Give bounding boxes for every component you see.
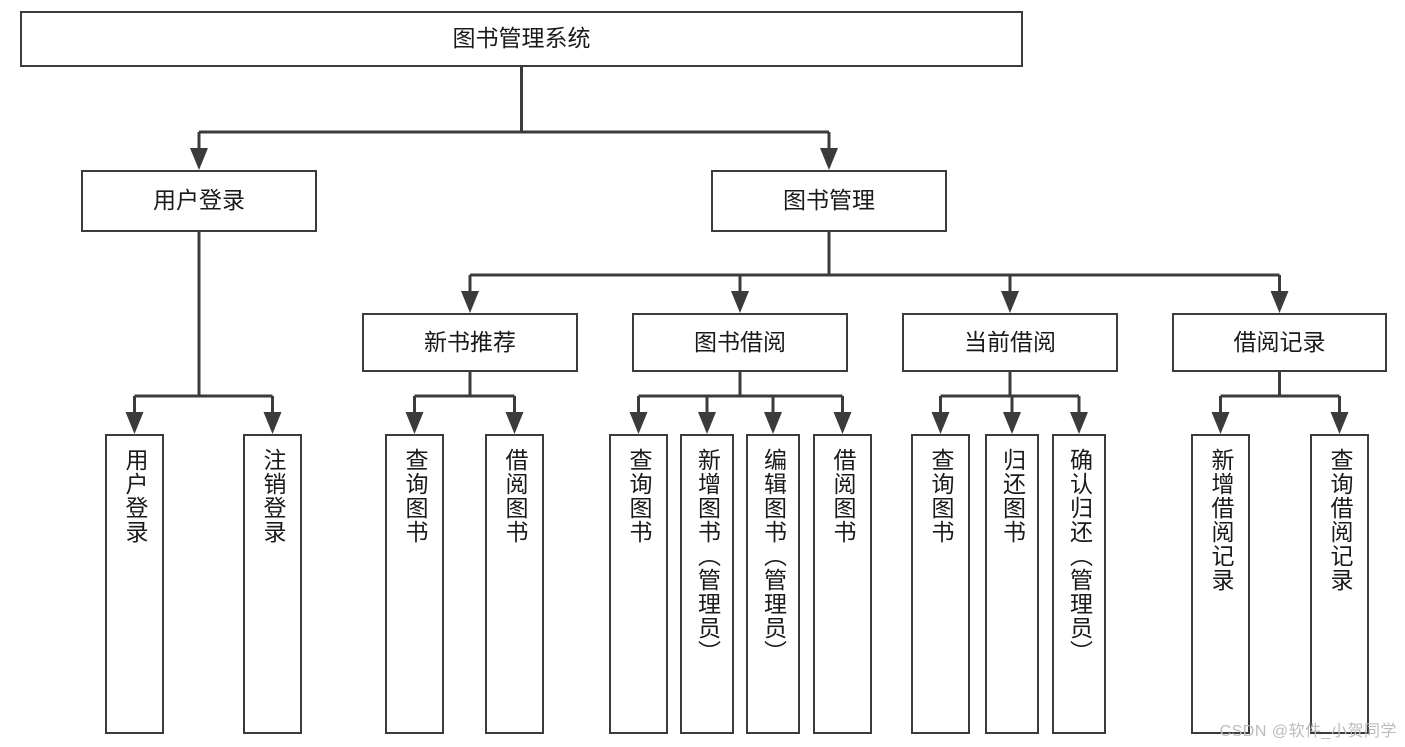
node-label: 归还图书 — [999, 448, 1026, 544]
arrowhead-icon — [1211, 412, 1230, 434]
node-l_bw_query[interactable]: 查询图书 — [609, 434, 668, 734]
node-root[interactable]: 图书管理系统 — [20, 11, 1023, 67]
node-label: 编辑图书（管理员） — [760, 448, 787, 664]
node-l_cb_return[interactable]: 归还图书 — [985, 434, 1039, 734]
node-label: 借阅图书 — [502, 448, 528, 544]
node-l_rc_query[interactable]: 查询借阅记录 — [1310, 434, 1369, 734]
node-bookmgmt[interactable]: 图书管理 — [711, 170, 947, 232]
arrowhead-icon — [190, 148, 208, 170]
node-l_cb_query[interactable]: 查询图书 — [911, 434, 970, 734]
node-label: 用户登录 — [153, 187, 245, 214]
arrowhead-icon — [1070, 412, 1088, 434]
node-records[interactable]: 借阅记录 — [1172, 313, 1387, 372]
node-label: 查询图书 — [402, 448, 428, 544]
node-l_logout[interactable]: 注销登录 — [243, 434, 302, 734]
arrowhead-icon — [125, 412, 144, 434]
arrowhead-icon — [833, 412, 852, 434]
node-label: 图书借阅 — [694, 328, 786, 355]
arrowhead-icon — [820, 148, 838, 170]
arrowhead-icon — [731, 291, 749, 313]
node-label: 图书管理 — [783, 187, 875, 214]
node-login[interactable]: 用户登录 — [81, 170, 317, 232]
node-l_nb_borrow[interactable]: 借阅图书 — [485, 434, 544, 734]
arrowhead-icon — [931, 412, 950, 434]
node-label: 新书推荐 — [424, 328, 516, 355]
node-label: 借阅图书 — [830, 448, 856, 544]
node-label: 新增图书（管理员） — [694, 448, 721, 664]
watermark-label: CSDN @软件_小贺同学 — [1219, 723, 1397, 740]
arrowhead-icon — [1330, 412, 1349, 434]
node-label: 查询借阅记录 — [1327, 448, 1353, 592]
arrowhead-icon — [698, 412, 716, 434]
node-l_bw_edit[interactable]: 编辑图书（管理员） — [746, 434, 800, 734]
arrowhead-icon — [1003, 412, 1021, 434]
node-label: 查询图书 — [626, 448, 652, 544]
node-l_bw_borrow[interactable]: 借阅图书 — [813, 434, 872, 734]
arrowhead-icon — [505, 412, 524, 434]
node-label: 借阅记录 — [1233, 328, 1326, 355]
node-l_bw_add[interactable]: 新增图书（管理员） — [680, 434, 734, 734]
arrowhead-icon — [263, 412, 282, 434]
node-label: 确认归还（管理员） — [1066, 448, 1093, 664]
node-current[interactable]: 当前借阅 — [902, 313, 1118, 372]
node-label: 用户登录 — [122, 448, 148, 544]
node-l_nb_query[interactable]: 查询图书 — [385, 434, 444, 734]
arrowhead-icon — [1270, 291, 1289, 313]
node-newbook[interactable]: 新书推荐 — [362, 313, 578, 372]
arrowhead-icon — [405, 412, 424, 434]
node-l_cb_confirm[interactable]: 确认归还（管理员） — [1052, 434, 1106, 734]
node-borrow[interactable]: 图书借阅 — [632, 313, 848, 372]
node-l_rc_add[interactable]: 新增借阅记录 — [1191, 434, 1250, 734]
arrowhead-icon — [461, 291, 479, 313]
node-label: 查询图书 — [928, 448, 954, 544]
node-label: 注销登录 — [260, 448, 286, 544]
arrowhead-icon — [764, 412, 782, 434]
node-label: 当前借阅 — [964, 328, 1056, 355]
node-label: 新增借阅记录 — [1208, 448, 1234, 592]
arrowhead-icon — [629, 412, 648, 434]
node-l_login[interactable]: 用户登录 — [105, 434, 164, 734]
arrowhead-icon — [1001, 291, 1019, 313]
node-label: 图书管理系统 — [452, 25, 591, 52]
